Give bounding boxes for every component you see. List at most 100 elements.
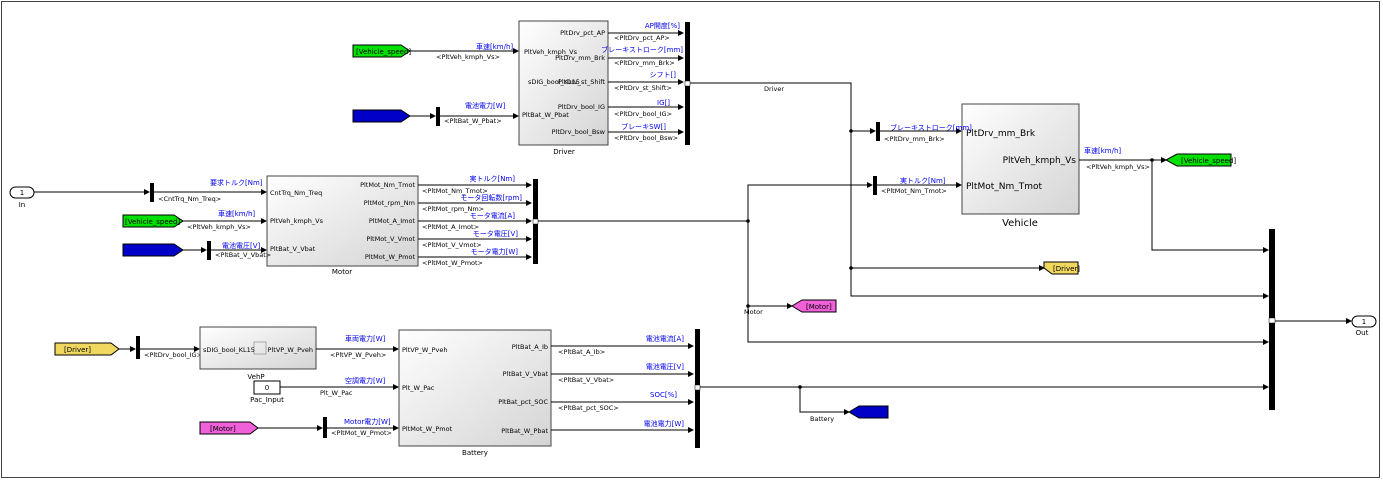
driver-out-signal-2: <PltDrv_mm_Brk>: [614, 59, 675, 67]
driver-block-name: Driver: [553, 148, 575, 156]
vehicle-in-label-2: 実トルク[Nm]: [900, 176, 946, 185]
vehp-block[interactable]: [199, 326, 317, 370]
motor-out-port-2: PltMot_rpm_Nm: [364, 199, 415, 207]
from-battery-motor[interactable]: [122, 243, 184, 257]
battery-out-port-3: PltBat_pct_SOC: [498, 398, 548, 406]
motor-bus-label: Motor: [744, 308, 763, 316]
battery-in-label-1: 車両電力[W]: [345, 334, 386, 343]
bus-selector-driver-in[interactable]: [436, 107, 440, 126]
battery-block-name: Battery: [462, 449, 488, 457]
driver-out-label-4: IG[]: [657, 99, 670, 107]
from-driver[interactable]: [54, 342, 120, 356]
driver-out-signal-5: <PltDrv_bool_Bsw>: [614, 134, 678, 142]
vehicle-block-name: Vehicle: [1002, 218, 1038, 229]
driver-in-label-3: 電池電力[W]: [465, 101, 506, 110]
motor-out-signal-2: <PltMot_rpm_Nm>: [422, 205, 484, 213]
driver-out-port-5: PltDrv_bool_Bsw: [552, 128, 606, 136]
battery-out-label-4: 電池電力[W]: [644, 419, 685, 428]
driver-out-label-1: AP開度[%]: [645, 21, 680, 30]
battery-out-port-4: PltBat_W_Pbat: [501, 427, 548, 435]
driver-out-signal-3: <PltDrv_st_Shift>: [614, 84, 672, 92]
motor-block-name: Motor: [332, 268, 352, 276]
from-motor[interactable]: [199, 421, 259, 435]
motor-in-signal-2: <PltVeh_kmph_Vs>: [187, 223, 251, 231]
motor-block[interactable]: [266, 175, 419, 267]
motor-out-label-4: モータ電圧[V]: [473, 229, 519, 238]
bus-selector-vehicle-trq[interactable]: [873, 176, 877, 195]
inport-name: In: [19, 201, 26, 209]
motor-in-label-2: 車速[km/h]: [218, 209, 255, 218]
driver-out-signal-1: <PltDrv_pct_AP>: [614, 34, 670, 42]
bus-selector-vehp[interactable]: [136, 336, 140, 359]
battery-in-port-3: PltMot_W_Pmot: [402, 425, 453, 433]
vehicle-out-port-1: PltVeh_kmph_Vs: [1003, 156, 1077, 166]
from-vehicle-speed-motor[interactable]: [122, 214, 184, 228]
vehp-in-port: sDIG_bool_KL15: [203, 346, 255, 354]
motor-out-port-5: PltMot_W_Pmot: [365, 253, 416, 261]
driver-in-port-3: PltBat_W_Pbat: [522, 111, 569, 119]
motor-out-label-2: モータ回転数[rpm]: [460, 193, 522, 202]
vehicle-in-signal-2: <PltMot_Nm_Tmot>: [881, 187, 947, 195]
vehicle-block[interactable]: [961, 103, 1080, 215]
motor-out-label-3: モータ電流[A]: [470, 211, 516, 220]
from-vehicle-speed-motor-label: [Vehicle_speed]: [125, 218, 180, 226]
bus-selector-motor-vbat[interactable]: [207, 241, 211, 260]
motor-out-port-3: PltMot_A_Imot: [369, 217, 416, 225]
bus-selector-battery-pmot[interactable]: [323, 417, 327, 438]
driver-in-port-2: sDIG_bool_KL15: [528, 78, 580, 86]
goto-motor-label: [Motor]: [806, 303, 832, 311]
motor-in-label-3: 電池電圧[V]: [222, 241, 261, 250]
vehicle-in-signal-1: <PltDrv_mm_Brk>: [884, 135, 945, 143]
constant-pac-value: 0: [265, 384, 269, 392]
outport-out[interactable]: [1351, 315, 1377, 328]
motor-out-port-4: PltMot_V_Vmot: [366, 235, 415, 243]
driver-out-port-1: PltDrv_pct_AP: [560, 29, 605, 37]
from-vehicle-speed-driver-label: [Vehicle_speed]: [356, 48, 411, 56]
motor-in-signal-3: <PltBat_V_Vbat>: [215, 251, 271, 259]
driver-bus-label: Driver: [764, 85, 784, 93]
driver-out-port-3: PltDrv_st_Shift: [558, 78, 605, 86]
driver-out-label-5: ブレーキSW[]: [621, 122, 666, 131]
from-battery-driver[interactable]: [352, 109, 411, 123]
driver-in-signal-1: <PltVeh_kmph_Vs>: [436, 53, 500, 61]
motor-output-wires: [418, 182, 532, 260]
outport-number: 1: [1362, 318, 1366, 326]
motor-in-port-3: PltBat_V_Vbat: [270, 245, 316, 253]
bus-selector-motor-treq[interactable]: [150, 183, 154, 202]
bus-selector-vehicle-brk[interactable]: [876, 122, 880, 141]
from-motor-label: [Motor]: [210, 425, 236, 433]
motor-out-signal-4: <PltMot_V_Vmot>: [422, 241, 482, 249]
motor-out-port-1: PltMot_Nm_Tmot: [360, 181, 415, 189]
from-vehicle-speed-driver[interactable]: [352, 44, 411, 58]
driver-out-signal-4: <PltDrv_bool_IG>: [614, 110, 672, 118]
battery-out-label-1: 電池電流[A]: [646, 334, 685, 343]
driver-out-label-2: ブレーキストローク[mm]: [601, 45, 683, 54]
vehicle-in-port-2: PltMot_Nm_Tmot: [966, 182, 1043, 192]
battery-in-label-2: 空調電力[W]: [345, 376, 386, 385]
driver-out-label-3: シフト[]: [650, 71, 677, 79]
battery-in-port-2: Plt_W_Pac: [402, 384, 435, 392]
motor-out-label-1: 実トルク[Nm]: [469, 174, 515, 183]
battery-bus-label: Battery: [810, 415, 834, 423]
goto-driver[interactable]: [1043, 261, 1079, 275]
driver-in-label-1: 車速[km/h]: [476, 42, 513, 51]
vehp-in-signal: <PltDrv_bool_IG>: [144, 351, 202, 359]
battery-block[interactable]: [398, 329, 552, 447]
motor-out-signal-1: <PltMot_Nm_Tmot>: [422, 187, 488, 195]
battery-in-signal-3: <PltMot_W_Pmot>: [331, 429, 392, 437]
battery-out-label-2: 電池電圧[V]: [646, 362, 685, 371]
outport-name: Out: [1356, 329, 1369, 337]
driver-output-wires: [608, 30, 684, 135]
from-driver-label: [Driver]: [64, 346, 91, 354]
battery-output-wires: [551, 343, 694, 433]
driver-block[interactable]: [518, 20, 609, 146]
goto-motor[interactable]: [791, 299, 837, 313]
goto-vehicle-speed[interactable]: [1164, 153, 1232, 167]
motor-out-signal-3: <PltMot_A_Imot>: [422, 223, 479, 231]
battery-out-signal-1: <PltBat_A_Ib>: [558, 348, 605, 356]
goto-battery[interactable]: [848, 405, 889, 419]
goto-vehicle-speed-label: [Vehicle_speed]: [1181, 157, 1236, 165]
battery-out-signal-3: <PltBat_pct_SOC>: [558, 404, 619, 412]
